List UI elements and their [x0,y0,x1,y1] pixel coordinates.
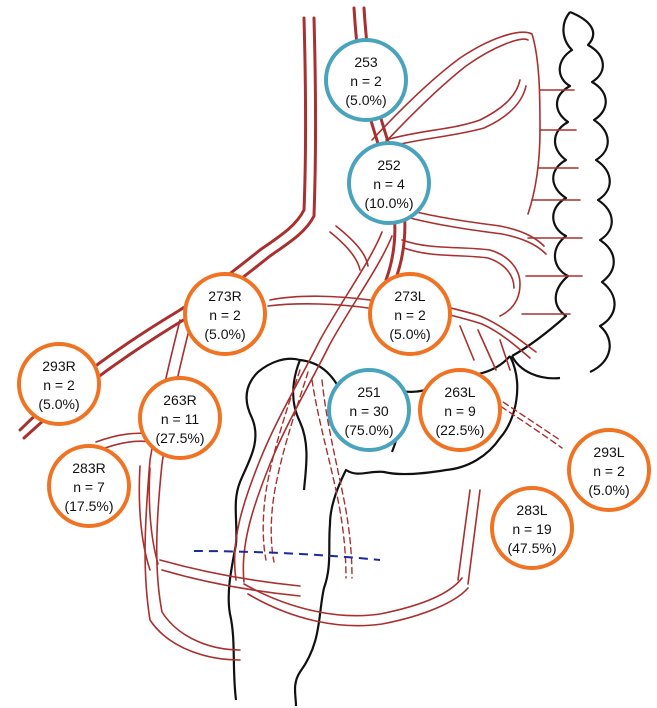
lymph-node-283l: 283L n = 19 (47.5%) [492,488,572,568]
descending-colon [512,12,615,378]
lymph-node-percent: (5.0%) [389,326,430,342]
lymph-node-label: 253 [354,54,378,70]
lymph-node-293l: 293L n = 2 (5.0%) [569,430,649,510]
lymph-node-count: n = 2 [43,377,75,393]
lymph-node-label: 252 [377,157,401,173]
lymph-node-label: 283R [72,460,105,476]
lymph-node-percent: (10.0%) [364,195,413,211]
lymph-node-label: 293R [42,358,75,374]
lymph-node-label: 273L [394,288,425,304]
lymph-node-273l: 273L n = 2 (5.0%) [370,274,450,354]
lymph-node-label: 263R [163,392,196,408]
lymph-node-percent: (5.0%) [204,326,245,342]
lymph-node-count: n = 9 [444,403,476,419]
lymph-node-252: 252 n = 4 (10.0%) [349,143,429,223]
lymph-node-273r: 273R n = 2 (5.0%) [185,274,265,354]
lymph-node-percent: (5.0%) [38,396,79,412]
lymph-node-count: n = 2 [394,307,426,323]
lymph-node-count: n = 30 [349,403,389,419]
lymph-node-count: n = 11 [161,411,199,427]
lymph-node-label: 283L [516,502,547,518]
lymph-node-label: 251 [357,384,381,400]
lymph-node-263l: 263L n = 9 (22.5%) [420,370,500,450]
lymph-node-percent: (75.0%) [344,422,393,438]
lymph-node-percent: (47.5%) [507,540,556,556]
lymph-node-count: n = 4 [373,176,405,192]
lymph-node-count: n = 2 [593,463,625,479]
lymph-node-283r: 283R n = 7 (17.5%) [49,446,129,526]
lymph-node-263r: 263R n = 11 (27.5%) [140,378,220,458]
lymph-node-percent: (5.0%) [345,92,386,108]
lymph-node-293r: 293R n = 2 (5.0%) [19,344,99,424]
lymph-node-label: 263L [444,384,475,400]
lymph-node-percent: (17.5%) [64,498,113,514]
lymph-node-count: n = 2 [209,307,241,323]
lymph-node-label: 273R [208,288,241,304]
lymph-node-count: n = 19 [512,521,552,537]
lymph-node-count: n = 7 [73,479,105,495]
lymph-node-label: 293L [593,444,624,460]
lymph-node-253: 253 n = 2 (5.0%) [326,40,406,120]
lymph-node-percent: (22.5%) [435,422,484,438]
lymph-node-percent: (5.0%) [588,482,629,498]
lymph-node-count: n = 2 [350,73,382,89]
lymph-node-251: 251 n = 30 (75.0%) [329,370,409,450]
lymph-node-percent: (27.5%) [155,430,204,446]
